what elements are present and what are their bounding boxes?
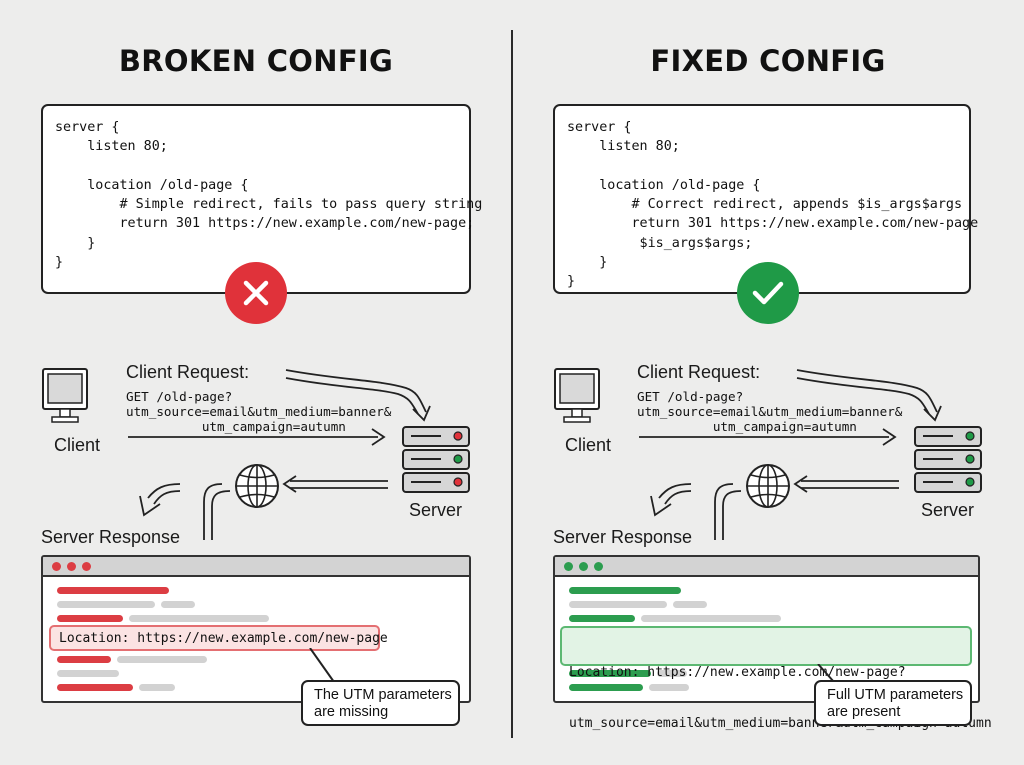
code-line: }: [567, 255, 608, 271]
placeholder-line: [161, 601, 195, 608]
client-request-title: Client Request:: [637, 362, 761, 382]
code-line: [55, 157, 469, 176]
placeholder-line: [57, 615, 123, 622]
client-label: Client: [565, 435, 612, 455]
code-line: return 301 https://new.example.com/new-p…: [55, 216, 475, 232]
arrow-icon: [639, 369, 942, 540]
client-request-line: GET /old-page?: [126, 389, 233, 404]
placeholder-line: [641, 615, 781, 622]
fixed-config-title: FIXED CONFIG: [650, 44, 886, 78]
client-request-line: utm_campaign=autumn: [126, 419, 346, 434]
code-line: }: [567, 274, 576, 290]
window-dot: [579, 562, 588, 571]
callout-pointer: [309, 648, 335, 683]
code-line: # Correct redirect, appends $is_args$arg…: [567, 197, 963, 213]
check-icon: [752, 281, 784, 305]
server-response-title: Server Response: [41, 527, 181, 547]
window-dot: [564, 562, 573, 571]
server-rack-icon: [402, 426, 470, 493]
server-response-title: Server Response: [553, 527, 693, 547]
x-icon: [243, 280, 269, 306]
placeholder-line: [129, 615, 269, 622]
placeholder-line: [657, 670, 687, 677]
code-line: # Simple redirect, fails to pass query s…: [55, 197, 483, 213]
callout-text: are present: [827, 704, 901, 720]
placeholder-line: [569, 684, 643, 691]
arrow-icon: [128, 369, 431, 540]
location-header-line: Location: https://new.example.com/new-pa…: [569, 665, 906, 680]
window-titlebar: [555, 557, 978, 577]
code-line: $is_args$args;: [567, 235, 753, 251]
server-rack-icon: [914, 426, 982, 493]
client-request-title: Client Request:: [126, 362, 250, 382]
success-badge: [737, 262, 799, 324]
callout-text: are missing: [314, 704, 389, 720]
monitor-icon: [554, 368, 600, 423]
callout-text: Full UTM parameters: [827, 687, 964, 703]
placeholder-line: [57, 601, 155, 608]
monitor-icon: [42, 368, 88, 423]
placeholder-line: [57, 656, 111, 663]
server-label: Server: [921, 500, 975, 520]
window-dot: [67, 562, 76, 571]
code-line: location /old-page {: [55, 177, 249, 193]
placeholder-line: [57, 684, 133, 691]
client-label: Client: [54, 435, 101, 455]
window-titlebar: [43, 557, 469, 577]
code-line: location /old-page {: [567, 177, 761, 193]
placeholder-line: [673, 601, 707, 608]
callout-text: The UTM parameters: [314, 687, 452, 703]
client-request-line: GET /old-page?: [637, 389, 744, 404]
window-dot: [52, 562, 61, 571]
code-line: server {: [55, 120, 120, 135]
server-label: Server: [409, 500, 463, 520]
code-line: listen 80;: [55, 139, 168, 155]
code-line: [567, 157, 969, 176]
code-line: return 301 https://new.example.com/new-p…: [567, 216, 979, 232]
panel-divider: [511, 30, 513, 738]
placeholder-line: [569, 615, 635, 622]
window-dot: [594, 562, 603, 571]
globe-icon: [746, 464, 790, 508]
client-request-line: utm_campaign=autumn: [637, 419, 857, 434]
window-dot: [82, 562, 91, 571]
location-header-full-params: Location: https://new.example.com/new-pa…: [560, 626, 992, 731]
placeholder-line: [649, 684, 689, 691]
placeholder-line: [569, 601, 667, 608]
placeholder-line: [117, 656, 207, 663]
error-badge: [225, 262, 287, 324]
placeholder-line: [569, 670, 651, 677]
placeholder-line: [139, 684, 175, 691]
callout-pointer: [817, 664, 835, 683]
client-request-line: utm_source=email&utm_medium=banner&: [637, 404, 903, 419]
broken-config-title: BROKEN CONFIG: [118, 44, 394, 78]
placeholder-line: [569, 587, 681, 594]
missing-params-callout: The UTM parameters are missing: [301, 680, 460, 726]
placeholder-line: [57, 670, 119, 677]
present-params-callout: Full UTM parameters are present: [814, 680, 972, 726]
code-line: server {: [567, 120, 632, 135]
location-header-missing-params: Location: https://new.example.com/new-pa…: [49, 625, 388, 651]
placeholder-line: [57, 587, 169, 594]
globe-icon: [235, 464, 279, 508]
code-line: }: [55, 255, 64, 271]
client-request-line: utm_source=email&utm_medium=banner&: [126, 404, 392, 419]
code-line: listen 80;: [567, 139, 680, 155]
code-line: }: [55, 235, 96, 251]
